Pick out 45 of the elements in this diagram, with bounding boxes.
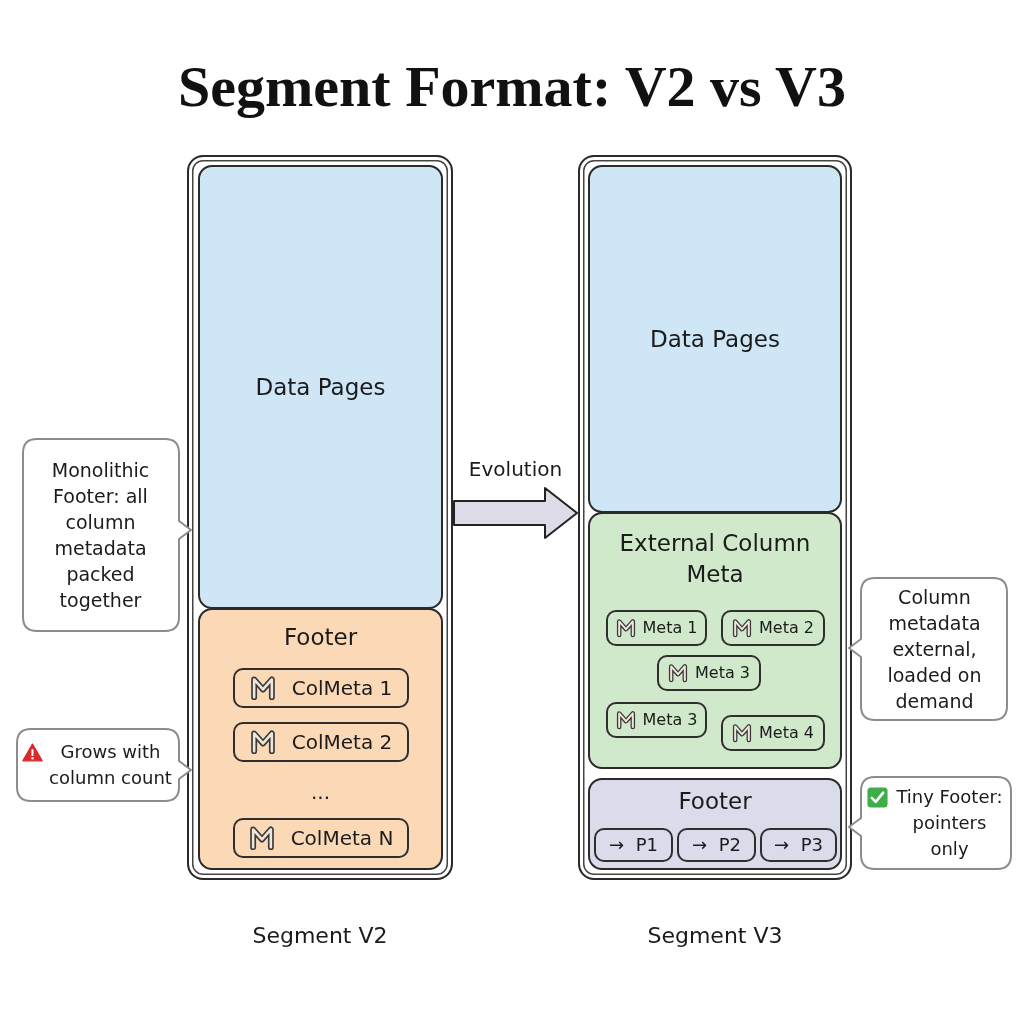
panel-title: External Column Meta xyxy=(618,529,812,589)
meta-chip xyxy=(233,818,409,858)
callout-text: Tiny Footer: pointers only xyxy=(895,785,1004,861)
segment-caption: Segment V3 xyxy=(647,922,783,950)
ellipsis-text: ... xyxy=(310,780,331,804)
meta-chip xyxy=(657,655,761,691)
meta-chip xyxy=(606,610,707,646)
chip-label: Meta 3 xyxy=(642,710,698,730)
column-meta-panel xyxy=(588,512,842,769)
panel-title: Data Pages xyxy=(255,372,386,402)
callout-text: Column metadata external, loaded on demand xyxy=(886,585,983,714)
meta-chip xyxy=(233,722,409,762)
chip-label: → P3 xyxy=(773,834,824,856)
diagram-title: Segment Format: V2 vs V3 xyxy=(178,55,846,119)
chip-label: ColMeta 2 xyxy=(291,730,393,754)
chip-label: Meta 3 xyxy=(695,663,750,683)
panel-title: Footer xyxy=(283,623,358,652)
pointer-chip xyxy=(760,828,837,862)
chip-label: → P2 xyxy=(691,834,742,856)
panel-title: Footer xyxy=(678,787,752,816)
callout-text: Monolithic Footer: all column metadata packed together xyxy=(50,458,151,613)
footer-panel xyxy=(588,778,842,870)
data-pages-panel xyxy=(198,165,443,609)
chip-label: ColMeta 1 xyxy=(291,676,393,700)
speech-bubble xyxy=(16,728,192,802)
segment-caption: Segment V2 xyxy=(252,922,388,950)
meta-chip xyxy=(606,702,707,738)
panel-title: Data Pages xyxy=(650,324,780,354)
footer-panel xyxy=(198,608,443,870)
chip-label: Meta 2 xyxy=(759,618,814,638)
data-pages-panel xyxy=(588,165,842,513)
chip-label: ColMeta N xyxy=(290,826,394,850)
speech-bubble xyxy=(22,438,192,632)
meta-chip xyxy=(233,668,409,708)
block-arrow xyxy=(453,487,578,539)
chip-label: Meta 1 xyxy=(642,618,698,638)
speech-bubble xyxy=(848,776,1012,870)
meta-chip xyxy=(721,715,825,751)
pointer-chip xyxy=(594,828,673,862)
chip-label: → P1 xyxy=(608,834,659,856)
speech-bubble xyxy=(848,577,1008,721)
meta-chip xyxy=(721,610,825,646)
callout-text: Grows with column count xyxy=(48,740,173,790)
pointer-chip xyxy=(677,828,756,862)
chip-label: Meta 4 xyxy=(759,723,814,743)
